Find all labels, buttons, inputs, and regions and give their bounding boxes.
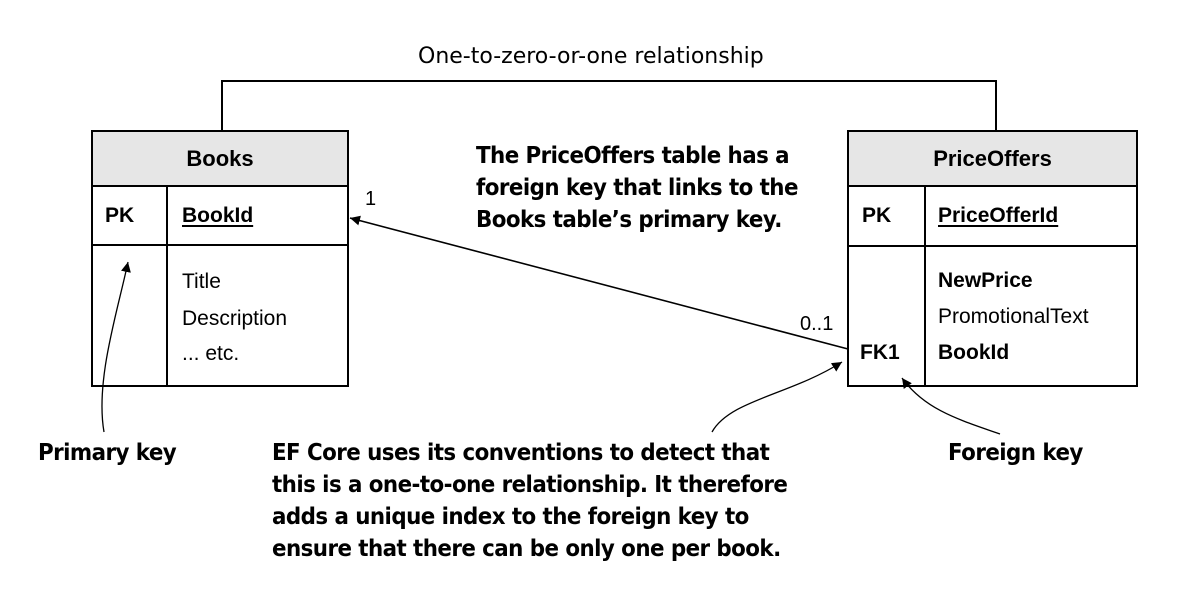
primary-key-pointer: [101, 261, 131, 433]
books-pk-label: PK: [105, 204, 135, 227]
books-field-description: Description: [182, 307, 288, 330]
primary-key-annotation: Primary key: [38, 440, 177, 466]
cardinality-books: 1: [365, 188, 377, 210]
books-field-etc: ... etc.: [182, 342, 240, 365]
relationship-label: One-to-zero-or-one relationship: [418, 44, 764, 69]
foreign-key-annotation: Foreign key: [948, 440, 1083, 466]
priceoffers-field-promotionaltext: PromotionalText: [938, 305, 1089, 328]
priceoffers-table-title: PriceOffers: [933, 146, 1052, 171]
books-table-title: Books: [186, 146, 254, 171]
priceoffers-fk-label: FK1: [860, 341, 900, 364]
priceoffers-field-bookid: BookId: [938, 341, 1010, 364]
fk-note: The PriceOffers table has a foreign key …: [476, 143, 798, 233]
priceoffers-field-newprice: NewPrice: [938, 269, 1033, 292]
ef-core-note: EF Core uses its conventions to detect t…: [272, 440, 788, 562]
relationship-bracket: [221, 80, 997, 130]
books-field-title: Title: [182, 270, 221, 293]
cardinality-priceoffers: 0..1: [800, 313, 834, 335]
foreign-key-pointer: [901, 377, 1001, 435]
ef-core-pointer: [711, 361, 843, 433]
relationship-arrow: [349, 215, 849, 350]
priceoffers-pk-field: PriceOfferId: [938, 204, 1059, 227]
priceoffers-pk-label: PK: [862, 204, 892, 227]
books-table: [91, 130, 349, 387]
books-pk-field: BookId: [182, 204, 254, 227]
priceoffers-table: [847, 130, 1138, 387]
